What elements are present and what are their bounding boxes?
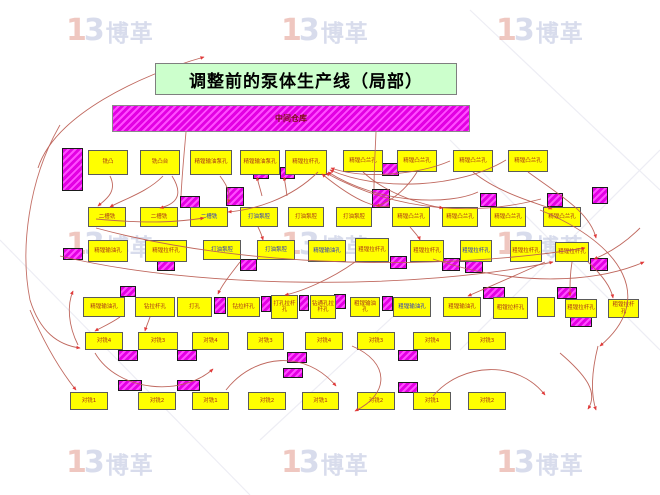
buffer-box	[283, 368, 303, 378]
process-step: 铣凸台	[140, 150, 180, 175]
process-step: 精镗凸兰孔	[508, 150, 548, 172]
process-step: 对铣4	[85, 332, 123, 350]
buffer-box	[547, 193, 563, 207]
process-step: 精镗凸兰孔	[343, 150, 383, 172]
process-step: 对铣2	[248, 392, 286, 410]
process-step: 粗镗拉杆孔	[410, 240, 444, 262]
process-step: 对铣2	[357, 392, 395, 410]
process-step: 粗镗拉杆孔	[493, 297, 528, 319]
buffer-box	[557, 287, 577, 299]
process-step: 二槽铣	[190, 207, 228, 227]
warehouse-bar: 中间仓库	[112, 105, 470, 132]
process-step: 粗镗拉杆孔	[510, 240, 542, 262]
buffer-box	[63, 248, 83, 260]
process-step: 精镗拉杆孔	[145, 240, 187, 262]
buffer-box	[226, 187, 244, 206]
process-step: 对铣1	[413, 392, 451, 410]
process-step: 打油泵腔	[288, 207, 324, 227]
process-step: 钻拉杆孔	[227, 297, 260, 317]
process-step: 打油泵腔	[257, 240, 295, 260]
process-step: 精镗输油孔	[88, 240, 128, 262]
buffer-box	[240, 259, 257, 271]
process-step: 精镗输油孔	[308, 240, 346, 262]
process-step	[537, 297, 555, 317]
process-step: 精镗凸兰孔	[453, 150, 493, 172]
process-step: 对铣1	[192, 392, 229, 410]
process-step: 对铣4	[305, 332, 343, 350]
process-step: 对铣2	[468, 392, 506, 410]
process-step: 二槽铣	[140, 207, 178, 227]
process-step: 打油泵腔	[336, 207, 372, 227]
process-step: 对铣4	[413, 332, 451, 350]
buffer-box	[118, 350, 138, 361]
process-step: 精镗凸兰孔	[490, 207, 526, 227]
process-step: 对铣3	[468, 332, 506, 350]
process-step: 粗镗拉杆孔	[555, 242, 589, 262]
page-title: 调整前的泵体生产线（局部）	[155, 63, 457, 95]
process-step: 精镗输油孔	[83, 297, 125, 317]
buffer-box	[398, 350, 418, 361]
process-step: 粗镗拉杆孔	[608, 299, 639, 318]
process-step: 打油泵腔	[203, 240, 241, 260]
process-step: 精镗凸兰孔	[543, 207, 581, 227]
buffer-box	[592, 187, 608, 204]
buffer-box	[570, 317, 592, 327]
process-step: 精镗拉杆孔	[285, 150, 327, 175]
process-step: 对铣1	[302, 392, 339, 410]
process-step: 钻通孔拉杆孔	[310, 295, 336, 319]
process-step: 精镗凸兰孔	[442, 207, 478, 227]
process-step: 粗镗拉杆孔	[565, 299, 597, 318]
process-step: 二槽铣	[88, 207, 126, 227]
process-step: 精镗输油泵孔	[240, 150, 280, 175]
buffer-box	[382, 296, 393, 311]
process-step: 对铣4	[192, 332, 229, 350]
process-step: 精镗凸兰孔	[392, 207, 430, 227]
buffer-box	[214, 297, 226, 314]
buffer-box	[390, 256, 407, 269]
buffer-box	[120, 286, 136, 297]
buffer-box	[287, 352, 307, 363]
process-step: 打孔拉杆孔	[271, 295, 298, 319]
process-step: 打油泵腔	[240, 207, 278, 227]
process-step: 对铣1	[70, 392, 108, 410]
process-step: 打孔	[177, 297, 212, 317]
buffer-box	[177, 380, 200, 391]
buffer-box	[62, 148, 83, 191]
process-step: 对铣3	[138, 332, 178, 350]
buffer-box	[480, 193, 497, 207]
process-step: 粗镗拉杆孔	[355, 238, 389, 262]
process-step: 对铣3	[247, 332, 284, 350]
buffer-box	[118, 380, 142, 391]
buffer-box	[177, 350, 197, 361]
process-step: 对铣2	[138, 392, 176, 410]
buffer-box	[590, 258, 608, 271]
process-step: 对铣3	[357, 332, 395, 350]
process-step: 粗镗输油孔	[350, 297, 380, 317]
buffer-box	[398, 382, 418, 393]
process-step: 粗镗输油孔	[393, 297, 431, 317]
process-step: 精镗凸兰孔	[397, 150, 437, 172]
warehouse-label: 中间仓库	[275, 114, 307, 123]
process-step: 精镗输油泵孔	[190, 150, 232, 175]
process-step: 钻拉杆孔	[135, 297, 175, 317]
process-step: 铣凸	[88, 150, 128, 175]
buffer-box	[299, 295, 309, 311]
process-step: 粗镗输油孔	[443, 297, 481, 317]
buffer-box	[261, 296, 271, 312]
buffer-box	[372, 189, 390, 208]
process-step: 粗镗拉杆孔	[460, 240, 492, 262]
buffer-box	[442, 258, 460, 271]
